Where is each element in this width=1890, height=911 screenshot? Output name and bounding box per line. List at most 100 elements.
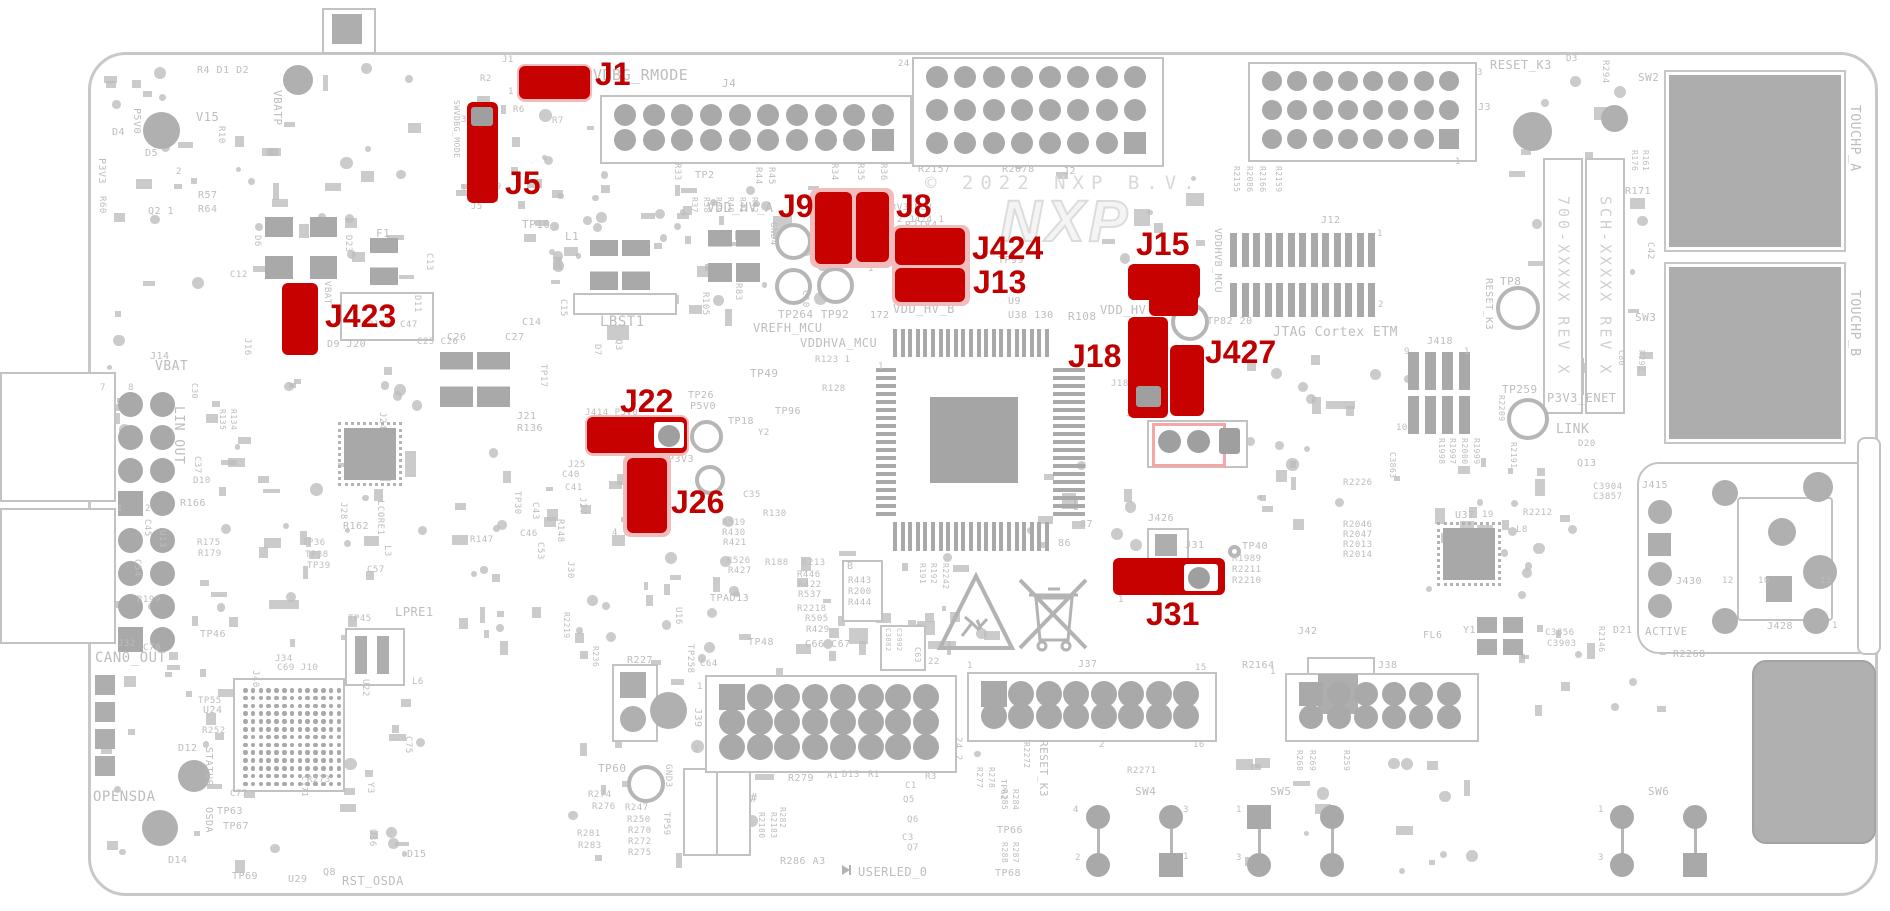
edge-connector-pin <box>150 392 175 417</box>
clutter <box>1531 218 1542 229</box>
silkscreen-text: R1998 <box>1437 438 1446 465</box>
silkscreen-text: R268 <box>1295 750 1304 772</box>
silkscreen-text: C46 <box>520 529 538 539</box>
clutter <box>609 481 622 489</box>
clutter <box>396 169 406 180</box>
silkscreen-text: C3 <box>902 833 914 843</box>
clutter <box>676 213 689 219</box>
clutter <box>1290 476 1297 490</box>
edge-connector-pin <box>150 528 175 553</box>
jumper-J13 <box>895 268 965 302</box>
silkscreen-text: R277 <box>975 767 984 789</box>
bga-ball <box>243 719 248 724</box>
header-pin <box>954 99 977 121</box>
qfp-pin <box>1053 504 1085 508</box>
diode-icon <box>842 865 851 875</box>
clutter <box>1465 850 1478 863</box>
clutter <box>344 757 357 771</box>
header-pin <box>1287 129 1308 149</box>
silkscreen-text: R259 <box>1342 750 1351 772</box>
silkscreen-text: GND3 <box>663 764 673 788</box>
pad-block <box>95 756 115 776</box>
silkscreen-text: 12 <box>1722 576 1734 586</box>
silkscreen-text: R60 <box>97 196 107 214</box>
clutter <box>545 487 553 492</box>
clutter <box>1345 405 1354 417</box>
bga-ball <box>321 734 326 740</box>
clutter <box>601 784 607 795</box>
qfp-pin <box>976 329 981 357</box>
header-pin <box>843 129 866 151</box>
qfp-pin <box>1053 432 1085 436</box>
clutter <box>215 733 225 741</box>
clutter <box>1196 239 1206 246</box>
qfp-pin <box>1037 522 1042 551</box>
qfp-pin <box>915 329 920 357</box>
silkscreen-text: R273 <box>307 775 331 785</box>
clutter <box>480 566 488 574</box>
qfp-pin <box>1029 522 1034 551</box>
capacitor <box>590 240 618 290</box>
silkscreen-text: R57 <box>198 190 218 201</box>
silkscreen-text: 1 <box>878 362 884 372</box>
edge-connector <box>0 372 116 502</box>
silkscreen-text: C69 J10 <box>277 663 319 673</box>
silkscreen-text: R128 <box>822 384 846 394</box>
silkscreen-text: R2 <box>480 74 492 84</box>
pad-circle <box>1712 480 1738 506</box>
clutter <box>640 213 656 219</box>
jumper-pad-J5 <box>471 107 493 126</box>
clutter <box>511 167 518 176</box>
clutter <box>388 838 399 849</box>
silkscreen-text: TOUCHP_A <box>1847 105 1862 172</box>
silkscreen-text: D4 <box>112 127 126 138</box>
silkscreen-text: C171 <box>300 776 309 798</box>
clutter <box>643 582 648 590</box>
silkscreen-text: CAN0_OUT <box>95 650 167 666</box>
silkscreen-text: R2078 <box>1002 164 1035 175</box>
clutter <box>1574 651 1582 658</box>
silkscreen-text: R123 1 <box>815 355 851 365</box>
silkscreen-text: R7 <box>552 116 564 126</box>
pad-circle <box>283 65 313 95</box>
qfp-pin <box>969 329 973 357</box>
bga-ball <box>297 695 303 701</box>
jumper-pad-J22 <box>658 425 680 447</box>
header-pin <box>1381 705 1406 729</box>
silkscreen-text: U16 <box>673 607 683 625</box>
silkscreen-text: J30 <box>565 561 575 579</box>
qfp-pin <box>915 522 920 551</box>
silkscreen-text: J28 <box>338 502 348 520</box>
clutter <box>706 607 717 618</box>
clutter <box>755 773 774 781</box>
clutter <box>654 208 665 219</box>
bga-ball <box>258 766 264 771</box>
silkscreen-text: VDD_HV_A <box>1100 303 1162 317</box>
silkscreen-text: 3 <box>693 745 699 755</box>
clutter <box>532 607 541 618</box>
clutter <box>309 551 320 559</box>
pad-circle <box>1601 105 1628 132</box>
header-pin <box>614 129 636 151</box>
silkscreen-text: R162 <box>343 521 370 532</box>
silkscreen-text: Q8 <box>323 867 337 878</box>
header-pin <box>671 104 694 126</box>
silkscreen-text: 19 <box>1482 510 1494 520</box>
silkscreen-text: 2 J424 1 <box>897 215 945 225</box>
bga-ball <box>258 727 264 732</box>
clutter <box>1508 171 1526 177</box>
bga-ball <box>282 711 287 716</box>
qfp-pin <box>876 376 896 380</box>
silkscreen-text: J39 <box>692 708 703 728</box>
silkscreen-text: C14 <box>522 317 542 328</box>
silkscreen-text: C3863 <box>1388 452 1397 479</box>
qfp-pin <box>1053 488 1085 492</box>
clutter <box>404 451 417 478</box>
silkscreen-text: TP55 <box>198 696 222 706</box>
header-pin <box>1262 100 1282 120</box>
silkscreen-text: 87 <box>1080 519 1094 530</box>
pad-block <box>332 14 362 44</box>
smt-pin-J12 <box>1322 283 1329 317</box>
bga-ball <box>313 766 318 771</box>
silkscreen-text: TP60 <box>598 762 627 775</box>
